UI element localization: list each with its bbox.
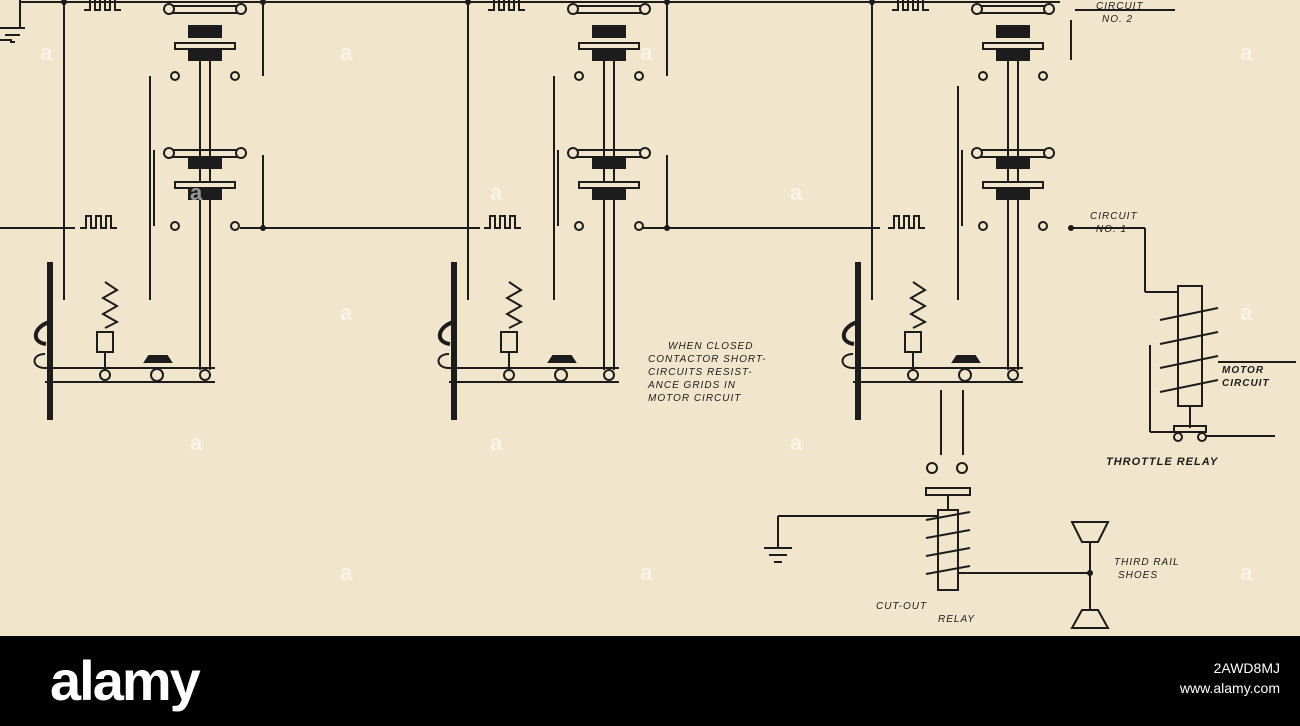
- contactor-note-line: MOTOR CIRCUIT: [648, 393, 742, 404]
- circuit-no1-line2: NO. 1: [1096, 224, 1128, 235]
- watermark-glyph: a: [340, 40, 353, 65]
- circuit-no2-line2: NO. 2: [1102, 14, 1134, 25]
- third-rail-line1: THIRD RAIL: [1114, 557, 1180, 568]
- contactor-note-line: CIRCUITS RESIST-: [648, 367, 753, 378]
- contactor-note-line: WHEN CLOSED: [668, 341, 754, 352]
- image-id: 2AWD8MJ: [1213, 660, 1280, 676]
- watermark-glyph: a: [1240, 300, 1253, 325]
- motor-circuit-line2: CIRCUIT: [1222, 378, 1270, 389]
- footer-bar: alamy 2AWD8MJ www.alamy.com: [0, 636, 1300, 726]
- circuit-no2-label: CIRCUIT NO. 2: [1096, 0, 1144, 26]
- cut-out-line2: RELAY: [938, 614, 976, 625]
- wiring-diagram: CIRCUIT NO. 2 CIRCUIT NO. 1 MOTOR CIRCUI…: [0, 0, 1300, 636]
- image-info: 2AWD8MJ www.alamy.com: [1180, 658, 1280, 698]
- watermark-glyph: a: [190, 180, 203, 205]
- watermark-glyph: a: [1240, 560, 1253, 585]
- watermark-glyph: a: [790, 180, 803, 205]
- watermark-glyph: a: [490, 430, 503, 455]
- brand-logo: alamy: [50, 649, 201, 712]
- watermark-glyph: a: [1240, 40, 1253, 65]
- throttle-relay-label: THROTTLE RELAY: [1106, 456, 1219, 468]
- circuit-no1-label: CIRCUIT NO. 1: [1090, 210, 1138, 236]
- watermark-glyph: a: [640, 40, 653, 65]
- cut-out-relay-label: CUT-OUT RELAY: [876, 600, 975, 626]
- third-rail-shoes-label: THIRD RAIL SHOES: [1114, 556, 1180, 582]
- motor-circuit-line1: MOTOR: [1222, 365, 1265, 376]
- circuit-no1-line1: CIRCUIT: [1090, 211, 1138, 222]
- watermark-glyph: a: [790, 430, 803, 455]
- watermark-glyph: a: [340, 300, 353, 325]
- watermark-glyph: a: [40, 40, 53, 65]
- watermark-glyph: a: [190, 430, 203, 455]
- cut-out-line1: CUT-OUT: [876, 601, 928, 612]
- site-url[interactable]: www.alamy.com: [1179, 680, 1280, 696]
- contactor-note-line: CONTACTOR SHORT-: [648, 354, 767, 365]
- watermark-glyph: a: [490, 180, 503, 205]
- schematic-drawing: [0, 0, 1296, 629]
- motor-circuit-label: MOTOR CIRCUIT: [1222, 364, 1270, 390]
- watermark-glyph: a: [340, 560, 353, 585]
- contactor-note-line: ANCE GRIDS IN: [648, 380, 737, 391]
- third-rail-line2: SHOES: [1118, 570, 1159, 581]
- watermark-glyph: a: [640, 560, 653, 585]
- contactor-note: WHEN CLOSED CONTACTOR SHORT- CIRCUITS RE…: [648, 340, 766, 405]
- circuit-no2-line1: CIRCUIT: [1096, 1, 1144, 12]
